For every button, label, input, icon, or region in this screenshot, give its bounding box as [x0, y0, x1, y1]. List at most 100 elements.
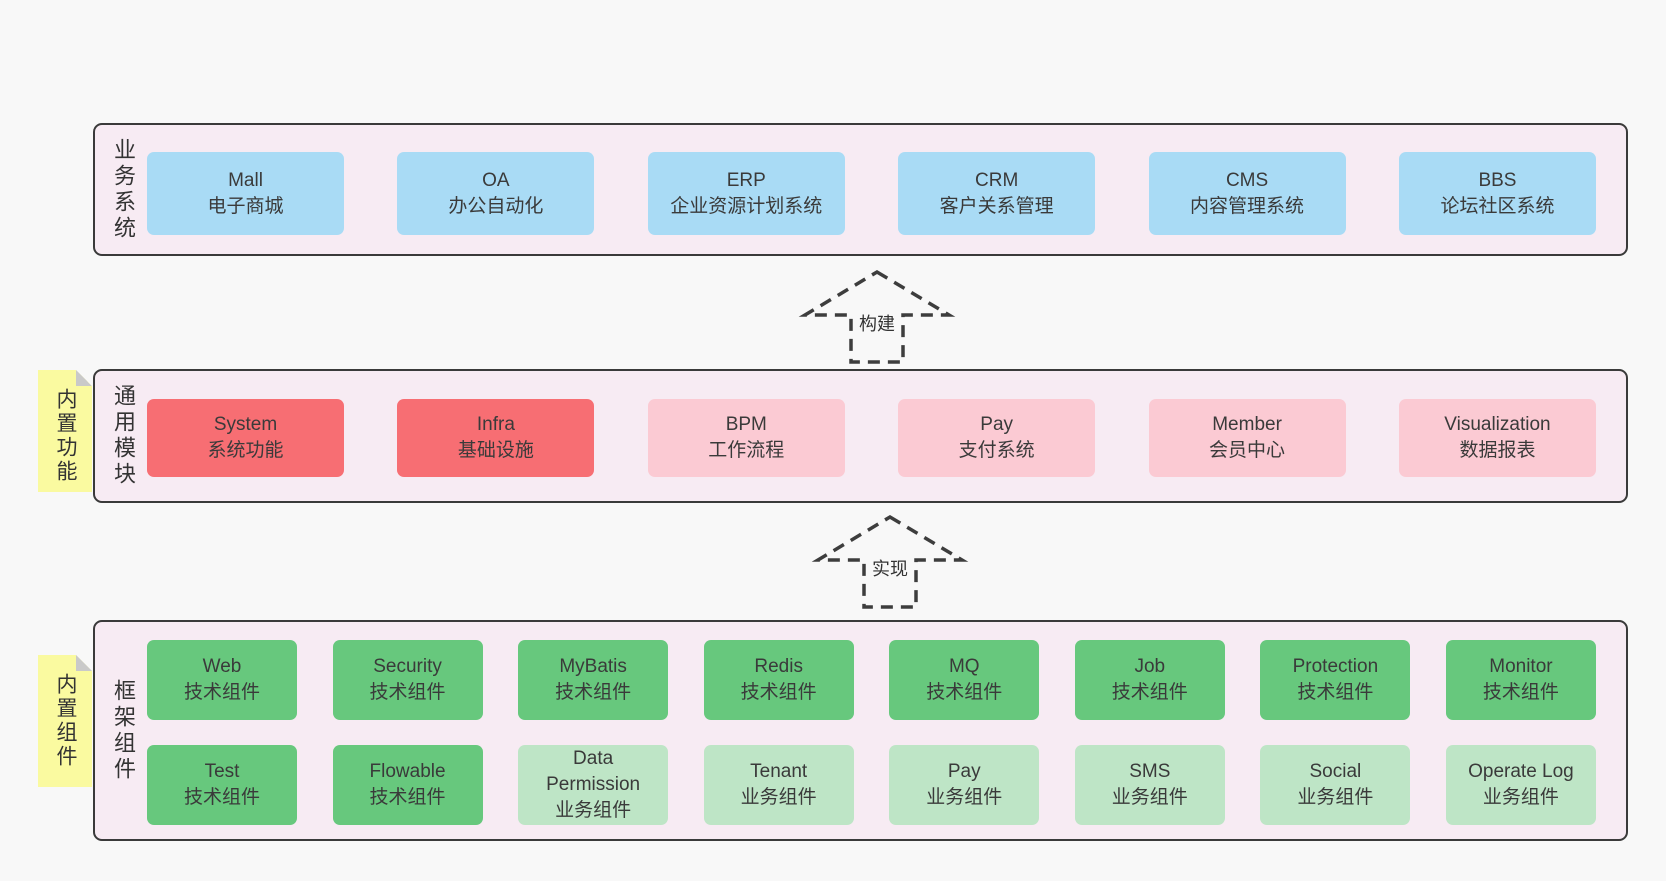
component-box-security: Security 技术组件	[332, 640, 483, 720]
box-title: Operate Log	[1468, 761, 1574, 782]
component-box-mybatis: MyBatis 技术组件	[518, 640, 669, 720]
box-title: Data Permission	[546, 748, 641, 795]
box-subtitle: 技术组件	[369, 787, 446, 808]
component-box-bpm: BPM 工作流程	[647, 399, 845, 477]
box-title: System	[213, 414, 278, 435]
box-title: Tenant	[750, 761, 808, 782]
box-subtitle: 技术组件	[740, 682, 817, 703]
box-subtitle: 企业资源计划系统	[670, 195, 823, 217]
box-title: Web	[202, 656, 242, 677]
component-box-pay: Pay 业务组件	[889, 745, 1040, 825]
band-label-common-modules: 通用模块	[111, 384, 136, 488]
component-box-system: System 系统功能	[147, 399, 344, 477]
component-box-data-permission: Data Permission 业务组件	[518, 745, 669, 825]
box-subtitle: 会员中心	[1209, 440, 1286, 461]
box-subtitle: 技术组件	[1482, 682, 1559, 703]
box-subtitle: 业务组件	[1297, 787, 1374, 808]
box-subtitle: 业务组件	[555, 800, 632, 821]
box-subtitle: 基础设施	[457, 440, 534, 461]
up-arrow-icon	[798, 269, 956, 364]
box-subtitle: 业务组件	[926, 787, 1003, 808]
common-modules-row: System 系统功能 Infra 基础设施 BPM 工作流程 Pay 支付系统 Member 会…	[147, 399, 1596, 477]
box-title: Job	[1134, 656, 1166, 677]
component-box-bbs: BBS 论坛社区系统	[1398, 152, 1596, 235]
box-title: Monitor	[1489, 656, 1553, 677]
box-title: BBS	[1478, 169, 1517, 191]
box-subtitle: 工作流程	[708, 440, 785, 461]
box-title: Social	[1309, 761, 1362, 782]
component-box-social: Social 业务组件	[1260, 745, 1411, 825]
framework-components-row-2: Test 技术组件 Flowable 技术组件 Data Permission 业务组件 T…	[147, 745, 1596, 825]
box-subtitle: 论坛社区系统	[1440, 195, 1555, 217]
arrow-implement-label: 实现	[869, 553, 911, 582]
component-box-test: Test 技术组件	[147, 745, 297, 825]
sticky-fold-corner	[76, 370, 92, 386]
component-box-erp: ERP 企业资源计划系统	[647, 152, 845, 235]
box-subtitle: 技术组件	[926, 682, 1003, 703]
component-box-crm: CRM 客户关系管理	[898, 152, 1096, 235]
box-title: CRM	[975, 169, 1019, 191]
box-title: MyBatis	[559, 656, 627, 677]
component-box-cms: CMS 内容管理系统	[1148, 152, 1346, 235]
box-title: Visualization	[1444, 414, 1551, 435]
component-box-monitor: Monitor 技术组件	[1445, 640, 1596, 720]
box-subtitle: 系统功能	[207, 440, 284, 461]
component-box-pay: Pay 支付系统	[898, 399, 1096, 477]
sticky-fold-corner	[76, 655, 92, 671]
box-title: BPM	[725, 414, 767, 435]
box-subtitle: 技术组件	[1297, 682, 1374, 703]
component-box-mq: MQ 技术组件	[889, 640, 1040, 720]
component-box-protection: Protection 技术组件	[1260, 640, 1411, 720]
component-box-oa: OA 办公自动化	[397, 152, 595, 235]
box-subtitle: 技术组件	[1111, 682, 1188, 703]
box-subtitle: 技术组件	[369, 682, 446, 703]
box-title: Test	[204, 761, 240, 782]
box-title: Security	[373, 656, 442, 677]
arrow-build-label: 构建	[856, 308, 898, 337]
component-box-flowable: Flowable 技术组件	[332, 745, 483, 825]
box-title: Pay	[947, 761, 981, 782]
box-title: Flowable	[369, 761, 446, 782]
component-box-job: Job 技术组件	[1074, 640, 1225, 720]
arrow-implement: 实现	[810, 514, 970, 610]
component-box-infra: Infra 基础设施	[397, 399, 595, 477]
box-title: Pay	[980, 414, 1014, 435]
box-subtitle: 业务组件	[1111, 787, 1188, 808]
up-arrow-icon	[811, 514, 969, 609]
box-title: Member	[1212, 414, 1282, 435]
box-subtitle: 技术组件	[555, 682, 632, 703]
box-title: CMS	[1225, 169, 1269, 191]
box-subtitle: 数据报表	[1459, 440, 1536, 461]
sticky-note-text: 内置组件	[54, 673, 77, 769]
arrow-build: 构建	[797, 269, 957, 365]
sticky-note-built-in-features: 内置功能	[38, 370, 92, 492]
box-title: Redis	[754, 656, 803, 677]
box-title: ERP	[726, 169, 766, 191]
box-subtitle: 客户关系管理	[939, 195, 1054, 217]
component-box-redis: Redis 技术组件	[703, 640, 854, 720]
box-subtitle: 电子商城	[207, 195, 284, 217]
box-title: OA	[482, 169, 510, 191]
box-title: SMS	[1129, 761, 1171, 782]
box-subtitle: 支付系统	[958, 440, 1035, 461]
box-subtitle: 技术组件	[183, 787, 260, 808]
box-title: Protection	[1292, 656, 1379, 677]
box-title: MQ	[948, 656, 980, 677]
box-title: Infra	[476, 414, 515, 435]
band-label-business-systems: 业务系统	[111, 137, 136, 242]
component-box-sms: SMS 业务组件	[1074, 745, 1225, 825]
box-subtitle: 办公自动化	[448, 195, 544, 217]
band-common-modules: 通用模块 System 系统功能 Infra 基础设施 BPM 工作流程 Pay 支付系统 Me…	[93, 369, 1628, 503]
box-subtitle: 内容管理系统	[1190, 195, 1305, 217]
sticky-note-built-in-components: 内置组件	[38, 655, 92, 787]
component-box-visualization: Visualization 数据报表	[1398, 399, 1596, 477]
box-subtitle: 业务组件	[1482, 787, 1559, 808]
